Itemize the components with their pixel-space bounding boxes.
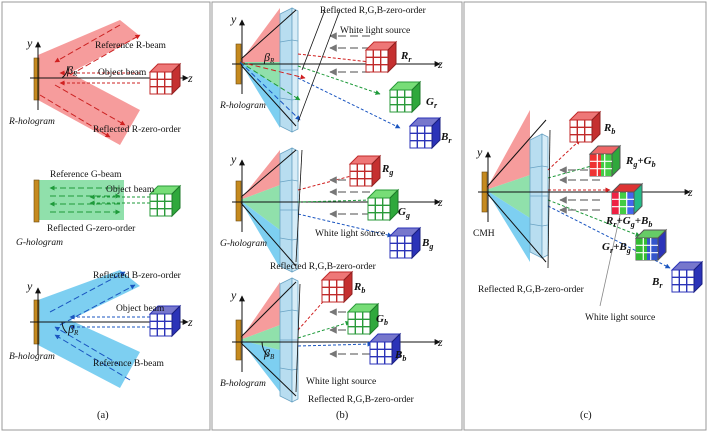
b2-img-b: Bg [421,237,433,251]
b3-img-r: Rb [353,281,365,295]
b2-refl: Reflected R,G,B-zero-order [270,261,377,272]
panel-c: y z CMH Reflected R,G,B-zero-order White… [473,110,703,421]
b3-holo: B-hologram [220,379,266,389]
b2-axis-y: y [230,152,237,166]
b3-img-b: Bb [394,349,406,363]
g-hologram-plate [33,179,40,223]
a-b-ref-label: Reference B-beam [93,358,165,369]
b1-wls: White light source [340,26,410,36]
b2-wls: White light source [315,229,385,239]
b3-wls: White light source [306,377,376,387]
c-holo: CMH [473,229,495,239]
b3-axis-z: z [437,335,443,349]
panel-a-g-hologram-setup: Reference G-beam Object beam Reflected G… [16,169,181,248]
panel-b-frame [211,1,463,431]
panel-a-b-hologram-setup: y z βR Reflected B-zero-order Object bea… [9,270,193,388]
b1-angle: βR [263,50,275,65]
panel-a: y z βR Reference R-beam Object beam Refl… [8,20,193,421]
b1-img-b: Br [440,131,452,145]
a-b-holo-label: B-hologram [9,352,55,362]
b2-holo: G-hologram [220,239,267,249]
caption-c: (c) [580,410,592,421]
c-label-gr-bg: Gr+Bg [602,241,631,255]
b1-refl: Reflected R,G,B-zero-order [320,5,427,16]
panel-b-r-reconstruction: y z βR Reflected R,G,B-zero-order White … [219,5,452,149]
b3-img-g: Gb [376,313,388,327]
caption-a: (a) [97,410,109,421]
a-r-holo-label: R-hologram [8,117,55,127]
a-r-refl-label: Reflected R-zero-order [93,124,182,135]
b1-axis-y: y [230,12,237,26]
a-b-axis-y: y [26,279,33,293]
c-refl: Reflected R,G,B-zero-order [478,284,585,295]
a-g-holo-label: G-hologram [16,238,63,248]
b2-img-r: Rg [381,163,393,177]
a-b-obj-label: Object beam [116,304,165,314]
a-b-refl-label: Reflected B-zero-order [93,270,182,281]
caption-b: (b) [336,410,349,421]
a-b-angle: βR [67,322,79,337]
c-label-rb: Rb [603,122,615,136]
a-r-obj-label: Object beam [98,68,147,78]
b3-axis-y: y [230,288,237,302]
panel-a-r-hologram-setup: y z βR Reference R-beam Object beam Refl… [8,20,193,145]
panel-b: y z βR Reflected R,G,B-zero-order White … [219,5,452,421]
b1-axis-z: z [437,57,443,71]
b1-img-g: Gr [426,96,438,110]
a-g-refl-label: Reflected G-zero-order [47,223,136,234]
a-r-ref-label: Reference R-beam [95,40,167,51]
c-label-br: Br [651,276,663,290]
a-r-angle: βR [66,63,78,78]
b2-axis-z: z [437,195,443,209]
a-r-axis-y: y [26,36,33,50]
object-cube-g [149,185,181,217]
b1-holo: R-hologram [219,101,266,111]
r-hologram-plate [33,57,40,101]
a-g-ref-label: Reference G-beam [50,169,122,180]
c-wls: White light source [585,313,655,323]
panel-a-frame [1,1,211,431]
a-b-axis-z: z [187,315,193,329]
b1-img-r: Rr [400,50,412,64]
b3-angle: βB [263,346,275,361]
reference-b-beam [38,270,140,388]
b3-refl: Reflected R,G,B-zero-order [308,394,415,405]
panel-b-b-reconstruction: βB y z B-hologram White light source Ref… [220,271,443,405]
object-cube-r [149,63,181,95]
b2-img-g: Gg [398,206,410,220]
c-axis-z: z [687,185,693,199]
a-r-axis-z: z [187,71,193,85]
panel-c-frame [463,1,707,431]
c-axis-y: y [476,145,483,159]
reference-r-beam [38,20,140,145]
panel-b-g-reconstruction: y z G-hologram White light source Reflec… [220,147,443,273]
c-label-all: Rr+Gg+Bb [605,215,652,229]
a-g-obj-label: Object beam [106,185,155,195]
c-label-rg-gb: Rg+Gb [625,155,656,169]
